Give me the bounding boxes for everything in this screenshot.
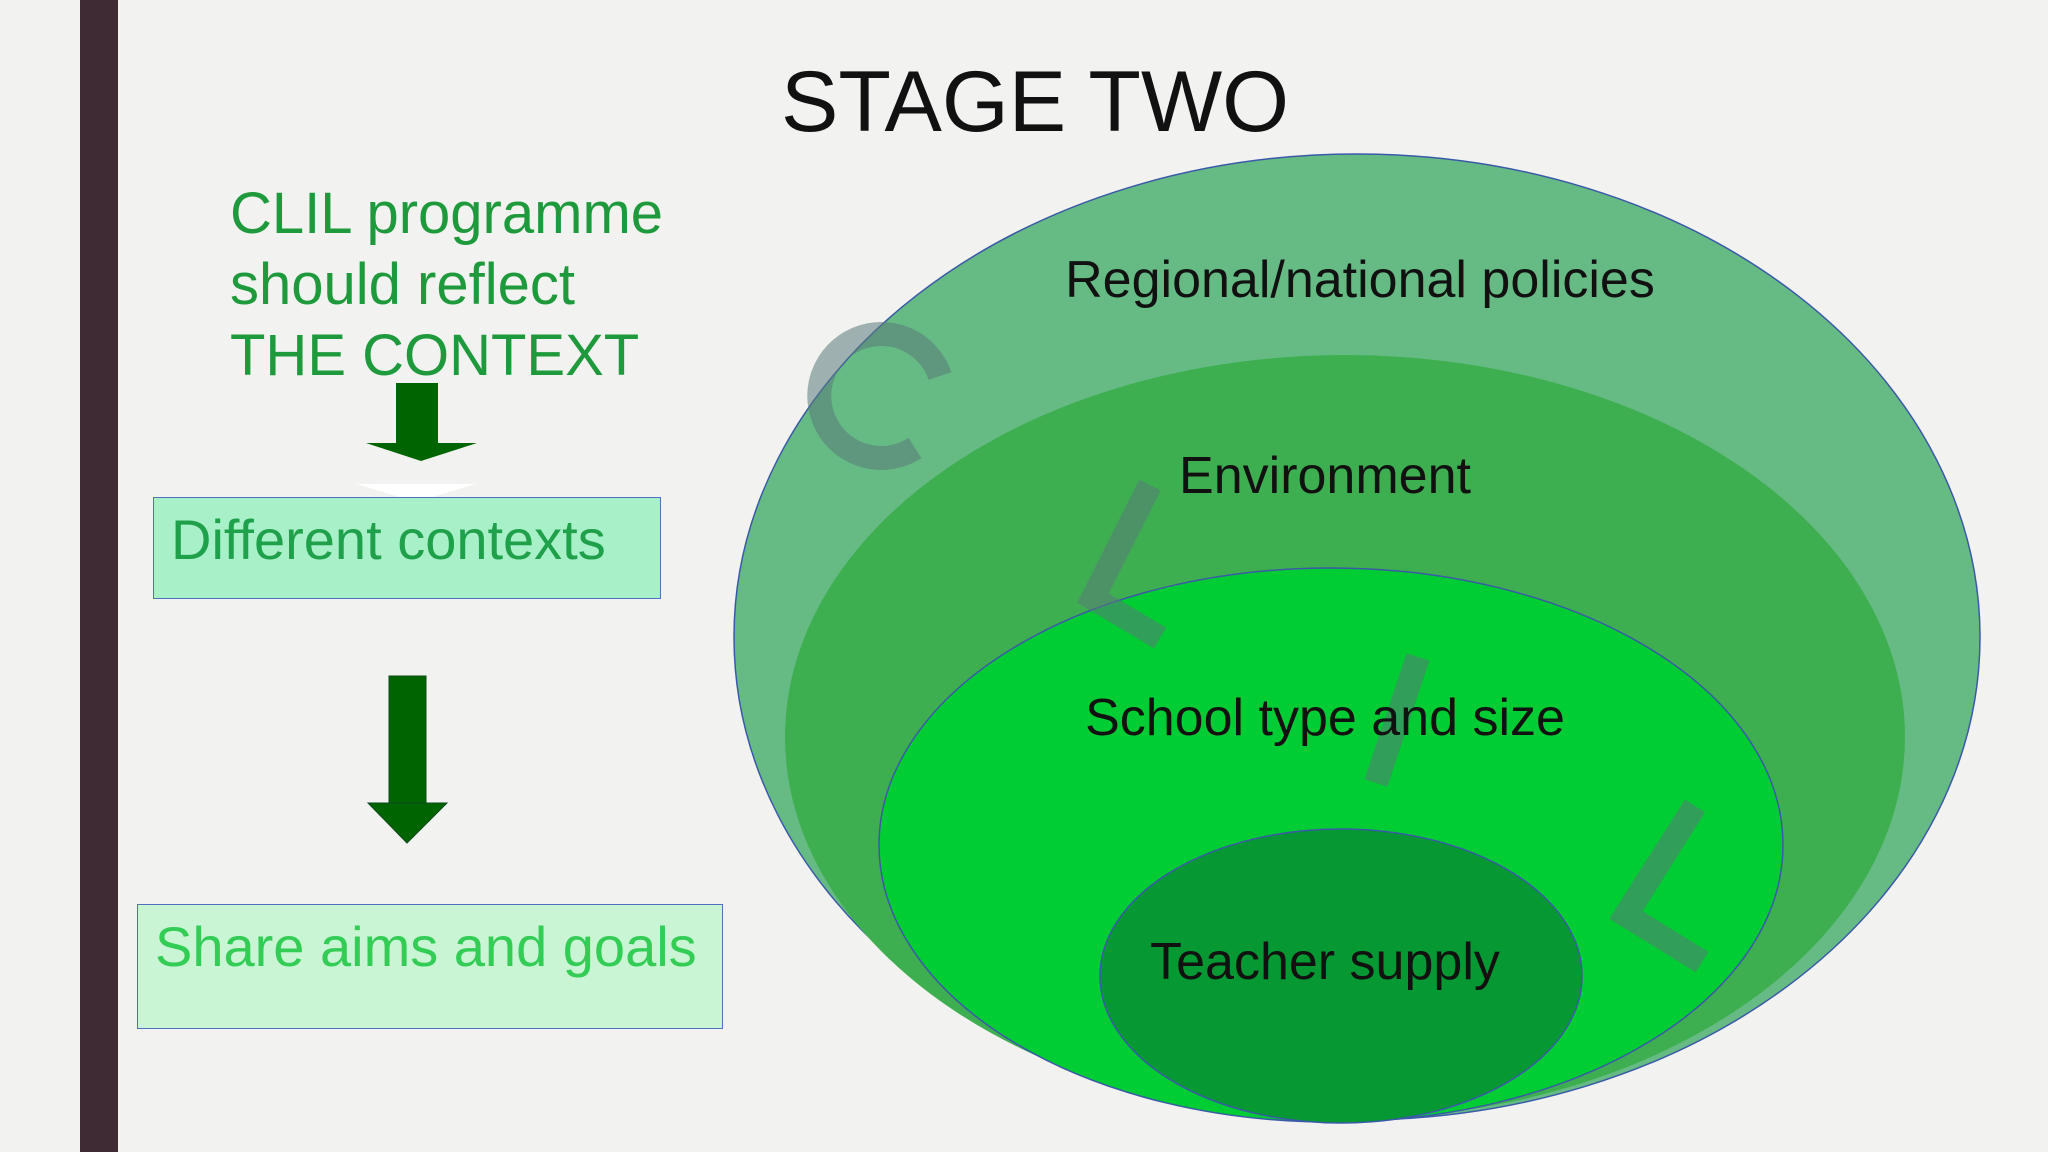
arrow-down-small [356, 383, 477, 502]
intro-line-2: should reflect [230, 252, 575, 317]
watermark-letter-l-first [1077, 479, 1167, 649]
watermark-letter-c [807, 321, 952, 470]
accent-sidebar [80, 0, 118, 1152]
intro-line-3: THE CONTEXT [230, 323, 640, 388]
label-school-type: School type and size [1085, 689, 1565, 747]
label-environment: Environment [1179, 447, 1471, 505]
label-teacher-supply: Teacher supply [1150, 933, 1500, 991]
ring-teacher [1099, 828, 1583, 1124]
share-aims-box: Share aims and goals [137, 904, 723, 1029]
intro-text: CLIL programme should reflect THE CONTEX… [230, 178, 663, 391]
slide-title: STAGE TWO [780, 54, 1290, 150]
clil-watermark [807, 321, 1709, 973]
different-contexts-box: Different contexts [153, 497, 661, 599]
watermark-letter-l-second [1609, 799, 1709, 973]
watermark-letter-i [1364, 653, 1430, 787]
arrow-down-large [366, 675, 449, 844]
intro-line-1: CLIL programme [230, 181, 664, 246]
label-regional-policies: Regional/national policies [1065, 251, 1655, 309]
